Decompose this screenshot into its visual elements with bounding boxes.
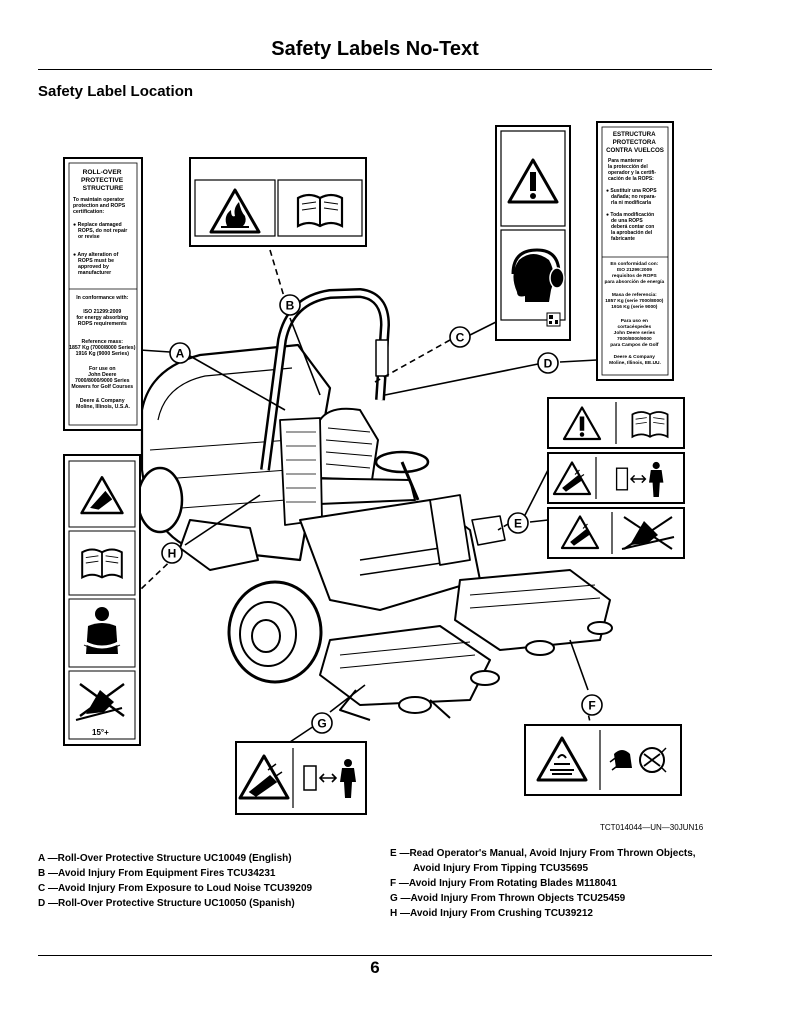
page-title: Safety Labels No-Text <box>271 38 479 60</box>
figure-code: TCT014044—UN—30JUN16 <box>600 823 704 832</box>
thrown-objects-icon <box>238 754 290 800</box>
thrown-objects-icon <box>552 461 592 496</box>
mower-illustration <box>136 288 613 721</box>
section-heading: Safety Label Location <box>38 83 194 100</box>
manual-icon <box>296 193 344 228</box>
fire-warning-icon <box>209 188 261 234</box>
label-c-loud-noise <box>495 125 571 341</box>
callout-e: E <box>507 512 529 534</box>
caption-list-left: A —Roll-Over Protective Structure UC1004… <box>38 851 312 911</box>
label-a-rops-english: ROLL-OVER PROTECTIVE STRUCTURE To mainta… <box>63 157 143 431</box>
tipping-icon <box>75 683 125 721</box>
exclamation-icon <box>507 158 559 204</box>
bottom-rule <box>38 955 712 956</box>
label-d-rops-spanish: ESTRUCTURA PROTECTORA CONTRA VUELCOS Par… <box>596 121 674 381</box>
svg-text:F: F <box>588 699 595 713</box>
svg-text:C: C <box>456 331 465 345</box>
label-g-thrown-objects <box>235 741 367 815</box>
caption-list-right: E —Read Operator's Manual, Avoid Injury … <box>390 846 696 921</box>
caption-f: F —Avoid Injury From Rotating Blades M11… <box>390 878 617 889</box>
thrown-objects-icon <box>560 515 600 550</box>
caption-a: A —Roll-Over Protective Structure UC1004… <box>38 853 292 864</box>
svg-text:E: E <box>514 517 522 531</box>
callouts: A B C D E F G H <box>161 294 603 734</box>
leader-lines <box>139 249 598 743</box>
caption-h: H —Avoid Injury From Crushing TCU39212 <box>390 908 593 919</box>
svg-text:ESTRUCTURA PROTECTORA: ESTRUCTURA PROTECTORA CONTRA VUELCOS <box>606 131 664 154</box>
label-e-manual-thrown-tipping <box>547 397 685 559</box>
svg-text:En conformidad con: ISO: En conformidad con: ISO 21299:2009 requi… <box>604 261 665 366</box>
label-f-rotating-blades <box>524 724 682 796</box>
svg-text:G: G <box>317 717 326 731</box>
rotating-blade-icon <box>536 736 588 782</box>
exclamation-icon <box>562 406 602 441</box>
svg-text:15°+: 15°+ <box>92 728 109 737</box>
caption-b: B —Avoid Injury From Equipment Fires TCU… <box>38 868 276 879</box>
top-rule <box>38 69 712 70</box>
tipping-icon <box>621 516 675 550</box>
manual-icon <box>631 411 669 438</box>
callout-a: A <box>169 342 191 364</box>
callout-d: D <box>537 352 559 374</box>
label-b-equipment-fires <box>189 157 367 247</box>
caption-e: E —Read Operator's Manual, Avoid Injury … <box>390 848 696 859</box>
svg-text:ROLL-OVER PROTECTIVE: ROLL-OVER PROTECTIVE STRUCTURE <box>81 169 125 192</box>
manual-icon <box>81 548 123 579</box>
callout-g: G <box>311 712 333 734</box>
hearing-protection-icon <box>511 248 565 302</box>
caption-c: C —Avoid Injury From Exposure to Loud No… <box>38 883 313 894</box>
svg-text:To maintain operator pro: To maintain operator protection and ROPS… <box>73 197 129 276</box>
svg-text:A: A <box>176 347 185 361</box>
svg-text:D: D <box>544 357 553 371</box>
rotating-blade-icon <box>609 747 667 773</box>
callout-c: C <box>449 326 471 348</box>
callout-h: H <box>161 542 183 564</box>
svg-text:Para mantener la protecc: Para mantener la protección del operador… <box>606 158 658 242</box>
tipping-icon <box>80 476 124 515</box>
caption-e-continued: Avoid Injury From Tipping TCU35695 <box>413 863 589 874</box>
caption-g: G —Avoid Injury From Thrown Objects TCU2… <box>390 893 626 904</box>
callout-b: B <box>279 294 301 316</box>
caption-d: D —Roll-Over Protective Structure UC1005… <box>38 898 295 909</box>
callout-f: F <box>581 694 603 716</box>
svg-text:B: B <box>286 299 295 313</box>
page-number: 6 <box>370 958 380 977</box>
svg-text:In conformance with: ISO: In conformance with: ISO 21299:2009 for … <box>69 295 137 410</box>
label-h-crushing: 15°+ <box>63 454 141 746</box>
svg-text:H: H <box>168 547 177 561</box>
seatbelt-icon <box>83 607 121 654</box>
